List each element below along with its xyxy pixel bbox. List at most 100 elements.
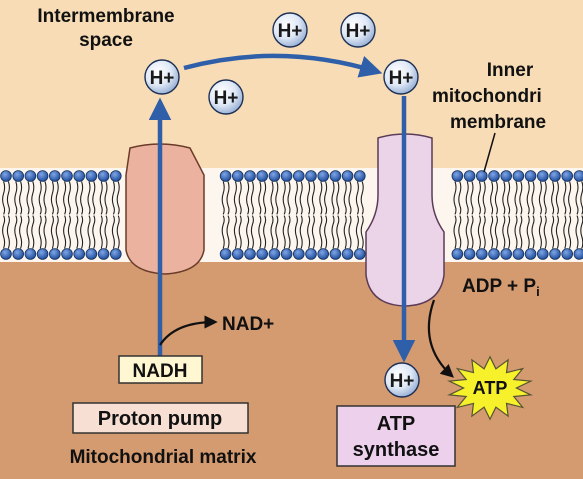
lipid-tail <box>258 181 262 215</box>
lipid-tail <box>531 181 535 215</box>
ion-label: H+ <box>150 68 175 89</box>
lipid-tail <box>104 215 108 249</box>
lipid-tail <box>470 215 474 249</box>
phospholipid-head <box>451 248 464 260</box>
phospholipid-head <box>110 170 122 182</box>
proton-pump-protein <box>125 143 205 275</box>
phospholipid-head <box>317 248 330 260</box>
proton-pump-box <box>72 402 249 434</box>
lipid-tail <box>458 181 462 215</box>
phospholipid-head <box>475 170 488 182</box>
membrane-core <box>0 168 583 262</box>
lipid-tail <box>31 215 35 249</box>
phospholipid-head <box>219 248 232 260</box>
lipid-tail <box>453 181 457 215</box>
lipid-tail <box>67 215 71 249</box>
lipid-tail <box>575 215 579 249</box>
lipid-tail <box>246 181 250 215</box>
lipid-tail <box>514 181 518 215</box>
lipid-tail <box>355 181 359 215</box>
lipid-tail <box>275 215 279 249</box>
lipid-tail <box>111 215 115 249</box>
lipid-tail <box>55 181 59 215</box>
atp-synthase-label-line1: ATP <box>377 413 416 435</box>
lipid-tail <box>26 181 30 215</box>
phospholipid-head <box>549 248 561 260</box>
phospholipid-head <box>24 248 37 260</box>
lipid-tail <box>31 181 35 215</box>
lipid-tail <box>19 181 23 215</box>
intermembrane-space-label-line2: space <box>79 30 133 51</box>
phospholipid-head <box>305 170 317 182</box>
lipid-tail <box>221 181 225 215</box>
phospholipid-head <box>488 170 500 182</box>
lipid-tail <box>38 215 42 249</box>
lipid-tail <box>551 181 555 215</box>
lipid-tail <box>99 215 103 249</box>
lipid-tail <box>87 181 91 215</box>
lipid-tail <box>38 181 42 215</box>
proton-flow-curve-arrow <box>183 53 383 78</box>
phospholipid-head <box>341 248 354 260</box>
phospholipid-head <box>256 170 269 182</box>
phospholipid-head <box>244 248 256 260</box>
lipid-tail <box>270 181 274 215</box>
lipid-tail <box>43 181 47 215</box>
atp-synthase-label-line2: synthase <box>353 439 440 461</box>
lipid-tail <box>458 215 462 249</box>
phospholipid-head <box>219 170 232 182</box>
lipid-tail <box>538 181 542 215</box>
lipid-tail <box>263 215 267 249</box>
ion-label: H+ <box>346 21 371 42</box>
phospholipid-head <box>232 170 244 182</box>
lipid-tail <box>538 215 542 249</box>
lipid-tail <box>490 181 494 215</box>
phospholipid-head <box>317 170 330 182</box>
lipid-tail <box>551 215 555 249</box>
lipid-tail <box>348 215 352 249</box>
lipid-tail <box>502 215 506 249</box>
lipid-tail <box>19 215 23 249</box>
proton-pump-label: Proton pump <box>98 408 222 430</box>
lipid-tail <box>307 215 311 249</box>
lipid-tail <box>50 215 54 249</box>
phospholipid-head <box>0 248 12 260</box>
nadh-label: NADH <box>133 361 188 382</box>
lipid-tail <box>250 181 254 215</box>
atp-starburst <box>446 355 534 421</box>
lipid-tail <box>43 215 47 249</box>
lipid-tail <box>490 215 494 249</box>
intermembrane-space-label-line1: Intermembrane <box>37 6 174 27</box>
phospholipid-head <box>524 248 537 260</box>
lipid-tail <box>6 181 10 215</box>
phospholipid-head <box>12 248 25 260</box>
lipid-tail <box>55 215 59 249</box>
phospholipid-head <box>536 248 549 260</box>
lipid-tail <box>494 215 498 249</box>
lipid-tail <box>336 181 340 215</box>
phospholipid-head <box>268 248 281 260</box>
lipid-tail <box>287 181 291 215</box>
phospholipid-head <box>268 170 281 182</box>
phospholipid-head <box>353 170 366 182</box>
phospholipid-head <box>48 248 61 260</box>
phospholipid-head <box>97 248 110 260</box>
hydrogen-ion: H+ <box>384 362 420 398</box>
phospholipid-head <box>73 170 85 182</box>
lipid-tail <box>507 181 511 215</box>
phospholipid-head <box>292 248 305 260</box>
lipid-tail <box>75 215 79 249</box>
lipid-tail <box>2 181 6 215</box>
lipid-tail <box>531 215 535 249</box>
lipid-tail <box>294 215 298 249</box>
lipid-tail <box>360 215 364 249</box>
nad-plus-label: NAD+ <box>222 314 274 335</box>
phospholipid-head <box>329 248 342 260</box>
phospholipid-head <box>305 248 317 260</box>
lipid-tail <box>299 215 303 249</box>
phospholipid-head <box>85 170 98 182</box>
lipid-tail <box>116 215 120 249</box>
lipid-tail <box>87 215 91 249</box>
phospholipid-head <box>329 170 342 182</box>
pi-subscript: i <box>536 284 540 299</box>
